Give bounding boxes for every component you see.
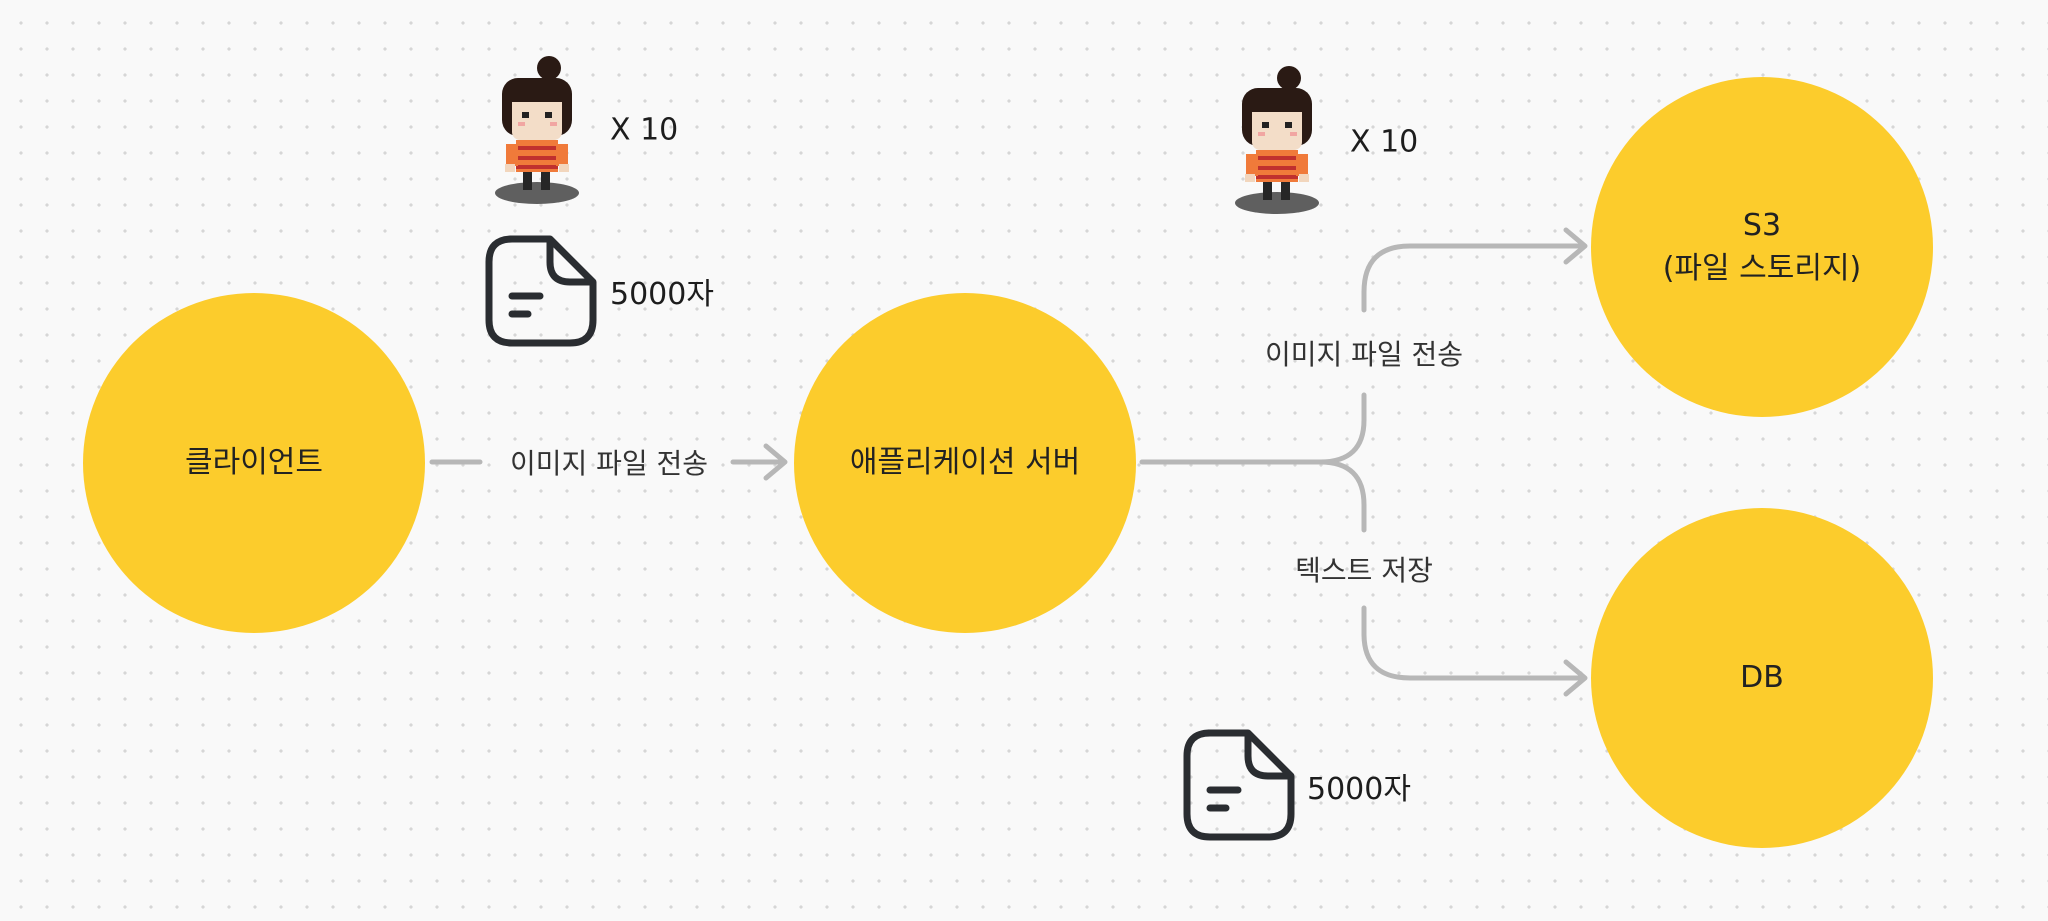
- pixel-character-icon: [494, 54, 580, 210]
- node-s3-title: S3: [1742, 207, 1782, 243]
- node-app-server-label: 애플리케이션 서버: [849, 445, 1081, 481]
- pixel-character-icon: [1234, 64, 1320, 220]
- edge-branch-to-s3-lower: [1317, 392, 1367, 465]
- node-db-label: DB: [1740, 660, 1784, 696]
- edge-branch-to-db-upper: [1317, 459, 1367, 533]
- doc-size-top: 5000자: [610, 277, 714, 312]
- edge-label-server-to-db: 텍스트 저장: [1295, 554, 1433, 587]
- node-client-label: 클라이언트: [185, 445, 323, 481]
- node-s3: S3 (파일 스토리지): [1591, 77, 1933, 417]
- node-client: 클라이언트: [83, 293, 425, 633]
- node-s3-subtitle: (파일 스토리지): [1662, 251, 1862, 286]
- arrowhead-s3: [1563, 227, 1588, 265]
- arrowhead-server: [763, 443, 788, 481]
- edge-label-client-to-server: 이미지 파일 전송: [509, 447, 709, 480]
- arrowhead-db: [1563, 659, 1588, 697]
- document-icon: [484, 234, 598, 348]
- doc-size-bottom: 5000자: [1307, 772, 1411, 807]
- user-count-left: X 10: [610, 112, 679, 148]
- edge-branch-to-s3-upper: [1361, 243, 1586, 313]
- document-icon: [1182, 728, 1296, 842]
- edge-label-server-to-s3: 이미지 파일 전송: [1264, 338, 1464, 371]
- edge-branch-to-db-lower: [1361, 605, 1586, 681]
- node-app-server: 애플리케이션 서버: [794, 293, 1136, 633]
- node-db: DB: [1591, 508, 1933, 848]
- user-count-right: X 10: [1350, 124, 1419, 160]
